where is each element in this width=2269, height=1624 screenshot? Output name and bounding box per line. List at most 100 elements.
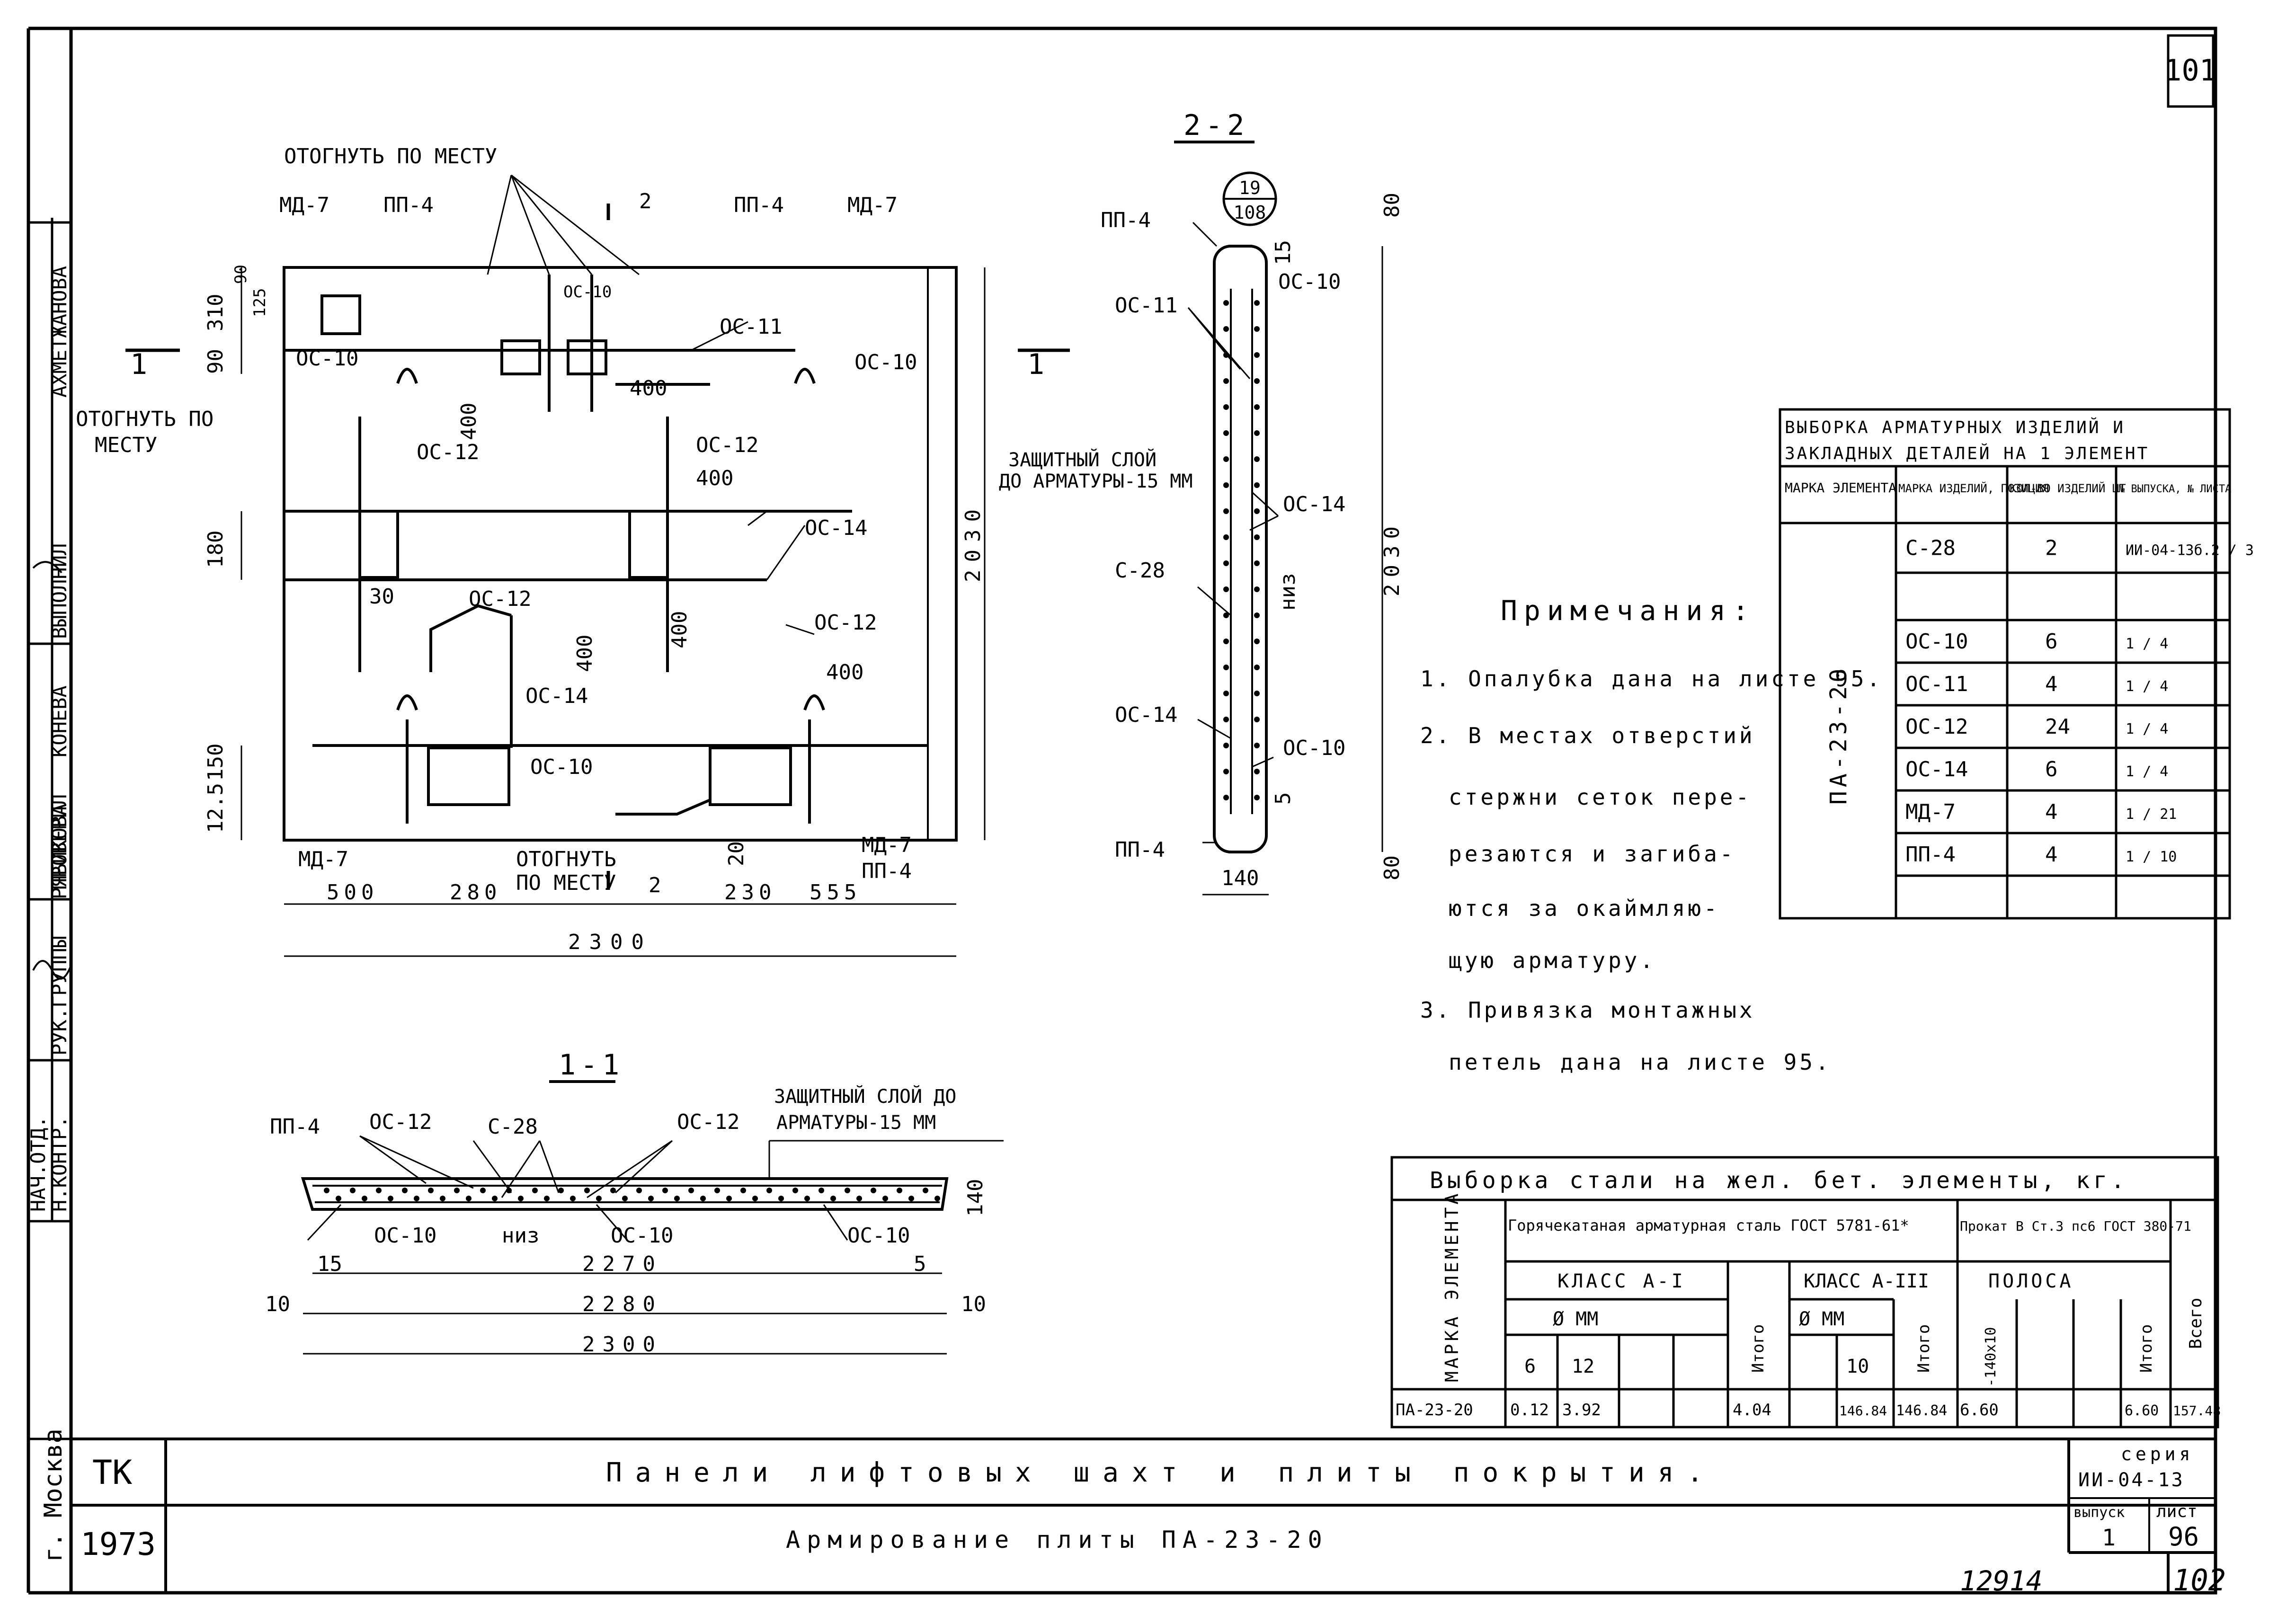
plan-os12-d: ОС-12 bbox=[814, 611, 877, 635]
dim-400-b: 400 bbox=[630, 376, 667, 400]
rebar-dot bbox=[819, 1188, 824, 1193]
tb-subtitle: Армирование плиты ПА-23-20 bbox=[786, 1526, 1329, 1553]
plan-md7-tl: МД-7 bbox=[279, 193, 329, 217]
sec22-d15: 15 bbox=[1271, 240, 1295, 265]
tb-series-value: ИИ-04-13 bbox=[2078, 1469, 2185, 1491]
side-label-nkontr: Н.КОНТР. bbox=[48, 1116, 71, 1212]
note-line-7: 3. Привязка монтажных bbox=[1420, 997, 1755, 1023]
items-cell: 1 / 4 bbox=[2126, 721, 2168, 737]
rebar-dot bbox=[766, 1188, 772, 1193]
plan-bend-top: ОТОГНУТЬ ПО МЕСТУ bbox=[284, 144, 497, 169]
rebar-dot bbox=[350, 1188, 356, 1193]
dim-230: 230 bbox=[724, 880, 776, 905]
tb-issue-value: 1 bbox=[2102, 1525, 2116, 1551]
side-name-akhm: АХМЕТЖАНОВА bbox=[48, 266, 71, 398]
rebar-dot bbox=[714, 1188, 720, 1193]
rebar-dot bbox=[596, 1196, 602, 1201]
tb-series-label: серия bbox=[2121, 1444, 2194, 1464]
steel-val-total3: 6.60 bbox=[2125, 1402, 2159, 1419]
rebar-dot bbox=[792, 1188, 798, 1193]
steel-polosa: ПОЛОСА bbox=[1988, 1270, 2074, 1292]
tb-sheet-label: лист bbox=[2156, 1502, 2198, 1521]
items-header-pos: МАРКА ИЗДЕЛИЙ, ПОЗИЦИЯ bbox=[1898, 481, 2049, 495]
sheet-number-bottom: 102 bbox=[2173, 1563, 2226, 1597]
rebar-dot bbox=[752, 1196, 758, 1201]
sec11-title: 1-1 bbox=[559, 1048, 624, 1082]
dim-280: 280 bbox=[450, 880, 501, 905]
rebar-dot bbox=[1223, 717, 1229, 722]
items-header-qty: КОЛ-ВО ИЗДЕЛИЙ ШТ bbox=[2010, 481, 2126, 495]
sec22-protect-2: ДО АРМАТУРЫ-15 ММ bbox=[999, 470, 1192, 492]
plan-os14-center: ОС-14 bbox=[525, 684, 588, 708]
rebar-dot bbox=[1254, 612, 1260, 618]
rebar-dot bbox=[454, 1188, 460, 1193]
rebar-dot bbox=[622, 1196, 628, 1201]
items-cell: 1 / 21 bbox=[2126, 806, 2177, 823]
rebar-dot bbox=[700, 1196, 706, 1201]
steel-val-mark: ПА-23-20 bbox=[1396, 1401, 1473, 1420]
steel-group1: Горячекатаная арматурная сталь ГОСТ 5781… bbox=[1508, 1216, 1909, 1234]
rebar-dot bbox=[1223, 352, 1229, 358]
rebar-dot bbox=[1254, 743, 1260, 748]
rebar-dot bbox=[506, 1188, 512, 1193]
note-line-3: стержни сеток пере- bbox=[1449, 784, 1752, 810]
sec22-s28: С-28 bbox=[1115, 559, 1165, 583]
items-cell: 6 bbox=[2045, 630, 2058, 654]
plan-sec1-left: 1 bbox=[130, 348, 147, 381]
plan-os10-bc: ОС-10 bbox=[530, 755, 593, 779]
steel-total-1: Итого bbox=[1749, 1324, 1768, 1373]
rebar-dot bbox=[636, 1188, 642, 1193]
dim-150: 150 bbox=[204, 744, 228, 781]
sec22-os10-b: ОС-10 bbox=[1283, 736, 1345, 760]
sec11-pp4: ПП-4 bbox=[270, 1115, 320, 1139]
note-line-5: ются за окаймляю- bbox=[1449, 896, 1720, 921]
plan-sec2-bottom: 2 bbox=[649, 873, 661, 897]
rebar-dot bbox=[1223, 378, 1229, 384]
rebar-dot bbox=[1223, 482, 1229, 488]
rebar-dot bbox=[1254, 534, 1260, 540]
rebar-dot bbox=[1223, 612, 1229, 618]
items-cell: С-28 bbox=[1905, 536, 1956, 560]
steel-title: Выборка стали на жел. бет. элементы, кг. bbox=[1430, 1167, 2128, 1194]
plan-bend-left-2: МЕСТУ bbox=[95, 433, 157, 457]
rebar-dot bbox=[1254, 691, 1260, 696]
note-line-6: щую арматуру. bbox=[1449, 948, 1656, 973]
items-title-2: ЗАКЛАДНЫХ ДЕТАЛЕЙ НА 1 ЭЛЕМЕНТ bbox=[1785, 444, 2149, 463]
rebar-dot bbox=[1254, 508, 1260, 514]
sec22-title: 2-2 bbox=[1183, 109, 1249, 142]
rebar-dot bbox=[1223, 586, 1229, 592]
dim-310: 310 bbox=[204, 294, 228, 331]
steel-c6: 6 bbox=[1524, 1356, 1536, 1377]
rebar-dot bbox=[428, 1188, 434, 1193]
note-line-1: 1. Опалубка дана на листе 95. bbox=[1420, 666, 1883, 692]
items-title-1: ВЫБОРКА АРМАТУРНЫХ ИЗДЕЛИЙ И bbox=[1785, 417, 2125, 437]
tb-org: ТК bbox=[92, 1453, 132, 1492]
steel-class2: КЛАСС А-III bbox=[1804, 1270, 1929, 1292]
items-cell: 1 / 10 bbox=[2126, 849, 2177, 865]
steel-total-3: Итого bbox=[2137, 1324, 2156, 1373]
dim-400-c: 400 bbox=[696, 466, 733, 490]
rebar-dot bbox=[336, 1196, 341, 1201]
rebar-dot bbox=[362, 1196, 367, 1201]
rebar-dot bbox=[1254, 352, 1260, 358]
items-header-mark: МАРКА ЭЛЕМЕНТА bbox=[1785, 480, 1896, 496]
items-cell: 1 / 4 bbox=[2126, 678, 2168, 695]
rebar-dot bbox=[726, 1196, 732, 1201]
items-table: ВЫБОРКА АРМАТУРНЫХ ИЗДЕЛИЙ И ЗАКЛАДНЫХ Д… bbox=[1779, 408, 2254, 920]
sec22-os11: ОС-11 bbox=[1115, 293, 1177, 318]
rebar-dot bbox=[1254, 300, 1260, 306]
dim-180: 180 bbox=[204, 531, 228, 568]
side-stamp bbox=[28, 218, 71, 1440]
section-1-1: 1-1 ЗАЩИТНЫЙ СЛОЙ ДО АРМАТУРЫ-15 ММ ПП-4… bbox=[265, 1048, 1004, 1357]
rebar-dot bbox=[610, 1188, 616, 1193]
sec22-d140: 140 bbox=[1221, 866, 1259, 890]
items-cell: ИИ-04-13б.2 / 3 bbox=[2126, 542, 2254, 559]
sec11-niz: низ bbox=[502, 1224, 539, 1248]
side-city: г. Москва bbox=[39, 1429, 68, 1562]
sec11-d140: 140 bbox=[963, 1179, 988, 1216]
steel-val-6: 0.12 bbox=[1510, 1401, 1549, 1420]
sec11-d2300: 2300 bbox=[582, 1332, 663, 1357]
dim-90a: 90 bbox=[204, 349, 228, 374]
plan-bend-left-1: ОТОГНУТЬ ПО bbox=[76, 407, 214, 431]
steel-group2: Прокат В Ст.3 пс6 ГОСТ 380-71 bbox=[1960, 1218, 2191, 1234]
